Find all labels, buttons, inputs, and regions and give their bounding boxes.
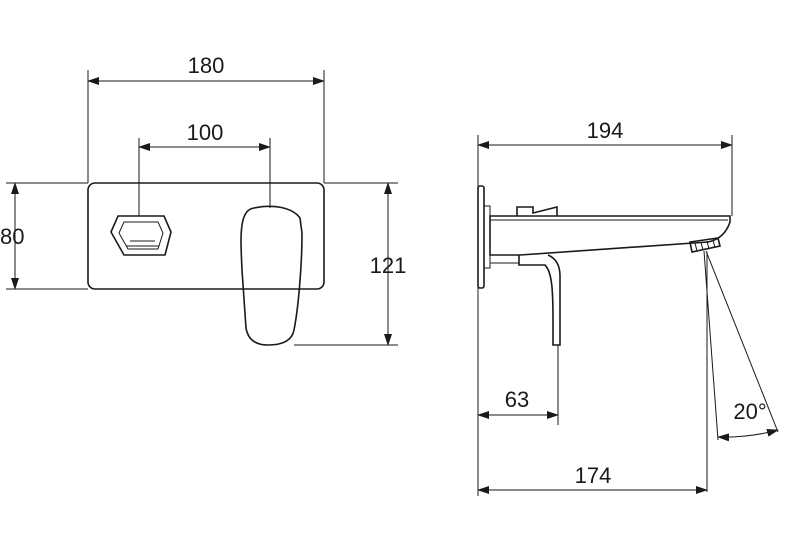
dim-total-height: 121 (370, 253, 407, 278)
dim-plate-width: 180 (188, 53, 225, 78)
front-view: 180 100 80 121 (0, 53, 407, 346)
dim-arc-spray-angle (717, 428, 779, 442)
dim-handle-depth: 63 (505, 387, 529, 412)
diverter-button (110, 215, 172, 256)
dim-total-depth: 194 (587, 118, 624, 143)
dim-plate-height: 80 (0, 224, 24, 249)
lever-handle (240, 205, 303, 346)
dim-handle-spacing: 100 (187, 120, 224, 145)
side-view: 194 63 174 20° (477, 118, 779, 496)
dim-spray-angle: 20° (733, 399, 766, 424)
wall-flange (477, 185, 485, 289)
dim-spout-projection: 174 (575, 463, 612, 488)
wall-plate (87, 182, 325, 290)
spout-body (489, 215, 731, 256)
side-lever (518, 254, 561, 346)
aerator (689, 237, 721, 253)
